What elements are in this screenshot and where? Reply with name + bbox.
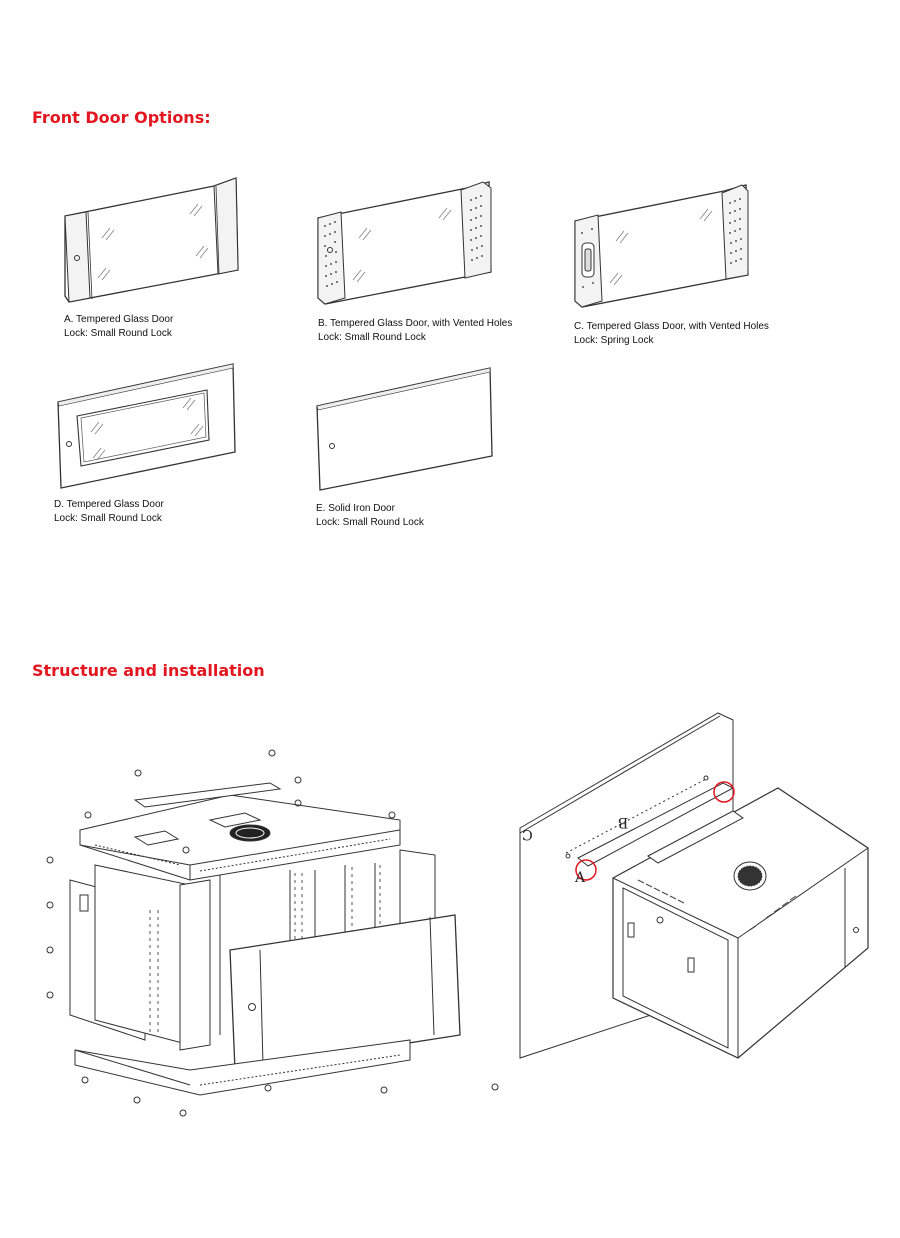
door-b-lock: Lock: Small Round Lock	[318, 332, 426, 343]
wall-mount-label-a: A	[575, 870, 586, 886]
door-c-title: C. Tempered Glass Door, with Vented Hole…	[574, 321, 769, 332]
wall-mount-label-c: C	[522, 826, 533, 842]
door-d-title: D. Tempered Glass Door	[54, 499, 164, 510]
door-a-tempered-glass-illustration	[62, 177, 242, 303]
door-b-caption: B. Tempered Glass Door, with Vented Hole…	[318, 317, 512, 345]
door-c-vented-glass-spring-lock-illustration	[572, 183, 752, 308]
door-a-caption: A. Tempered Glass Door Lock: Small Round…	[64, 313, 173, 341]
door-b-vented-glass-illustration	[315, 180, 495, 305]
door-d-caption: D. Tempered Glass Door Lock: Small Round…	[54, 498, 164, 526]
wall-mount-label-b: B	[618, 814, 629, 830]
door-a-title: A. Tempered Glass Door	[64, 314, 174, 325]
structure-installation-heading: Structure and installation	[32, 661, 265, 680]
door-a-lock: Lock: Small Round Lock	[64, 328, 172, 339]
front-door-options-heading: Front Door Options:	[32, 108, 211, 127]
door-d-framed-glass-illustration	[55, 362, 240, 492]
door-e-lock: Lock: Small Round Lock	[316, 517, 424, 528]
door-c-caption: C. Tempered Glass Door, with Vented Hole…	[574, 320, 769, 348]
door-e-solid-iron-illustration	[314, 366, 499, 491]
cabinet-exploded-view-illustration	[40, 745, 499, 1125]
door-e-title: E. Solid Iron Door	[316, 503, 395, 514]
door-b-title: B. Tempered Glass Door, with Vented Hole…	[318, 318, 513, 329]
door-c-lock: Lock: Spring Lock	[574, 335, 654, 346]
door-d-lock: Lock: Small Round Lock	[54, 513, 162, 524]
cabinet-wall-mount-illustration	[518, 708, 878, 1068]
door-e-caption: E. Solid Iron Door Lock: Small Round Loc…	[316, 502, 424, 530]
